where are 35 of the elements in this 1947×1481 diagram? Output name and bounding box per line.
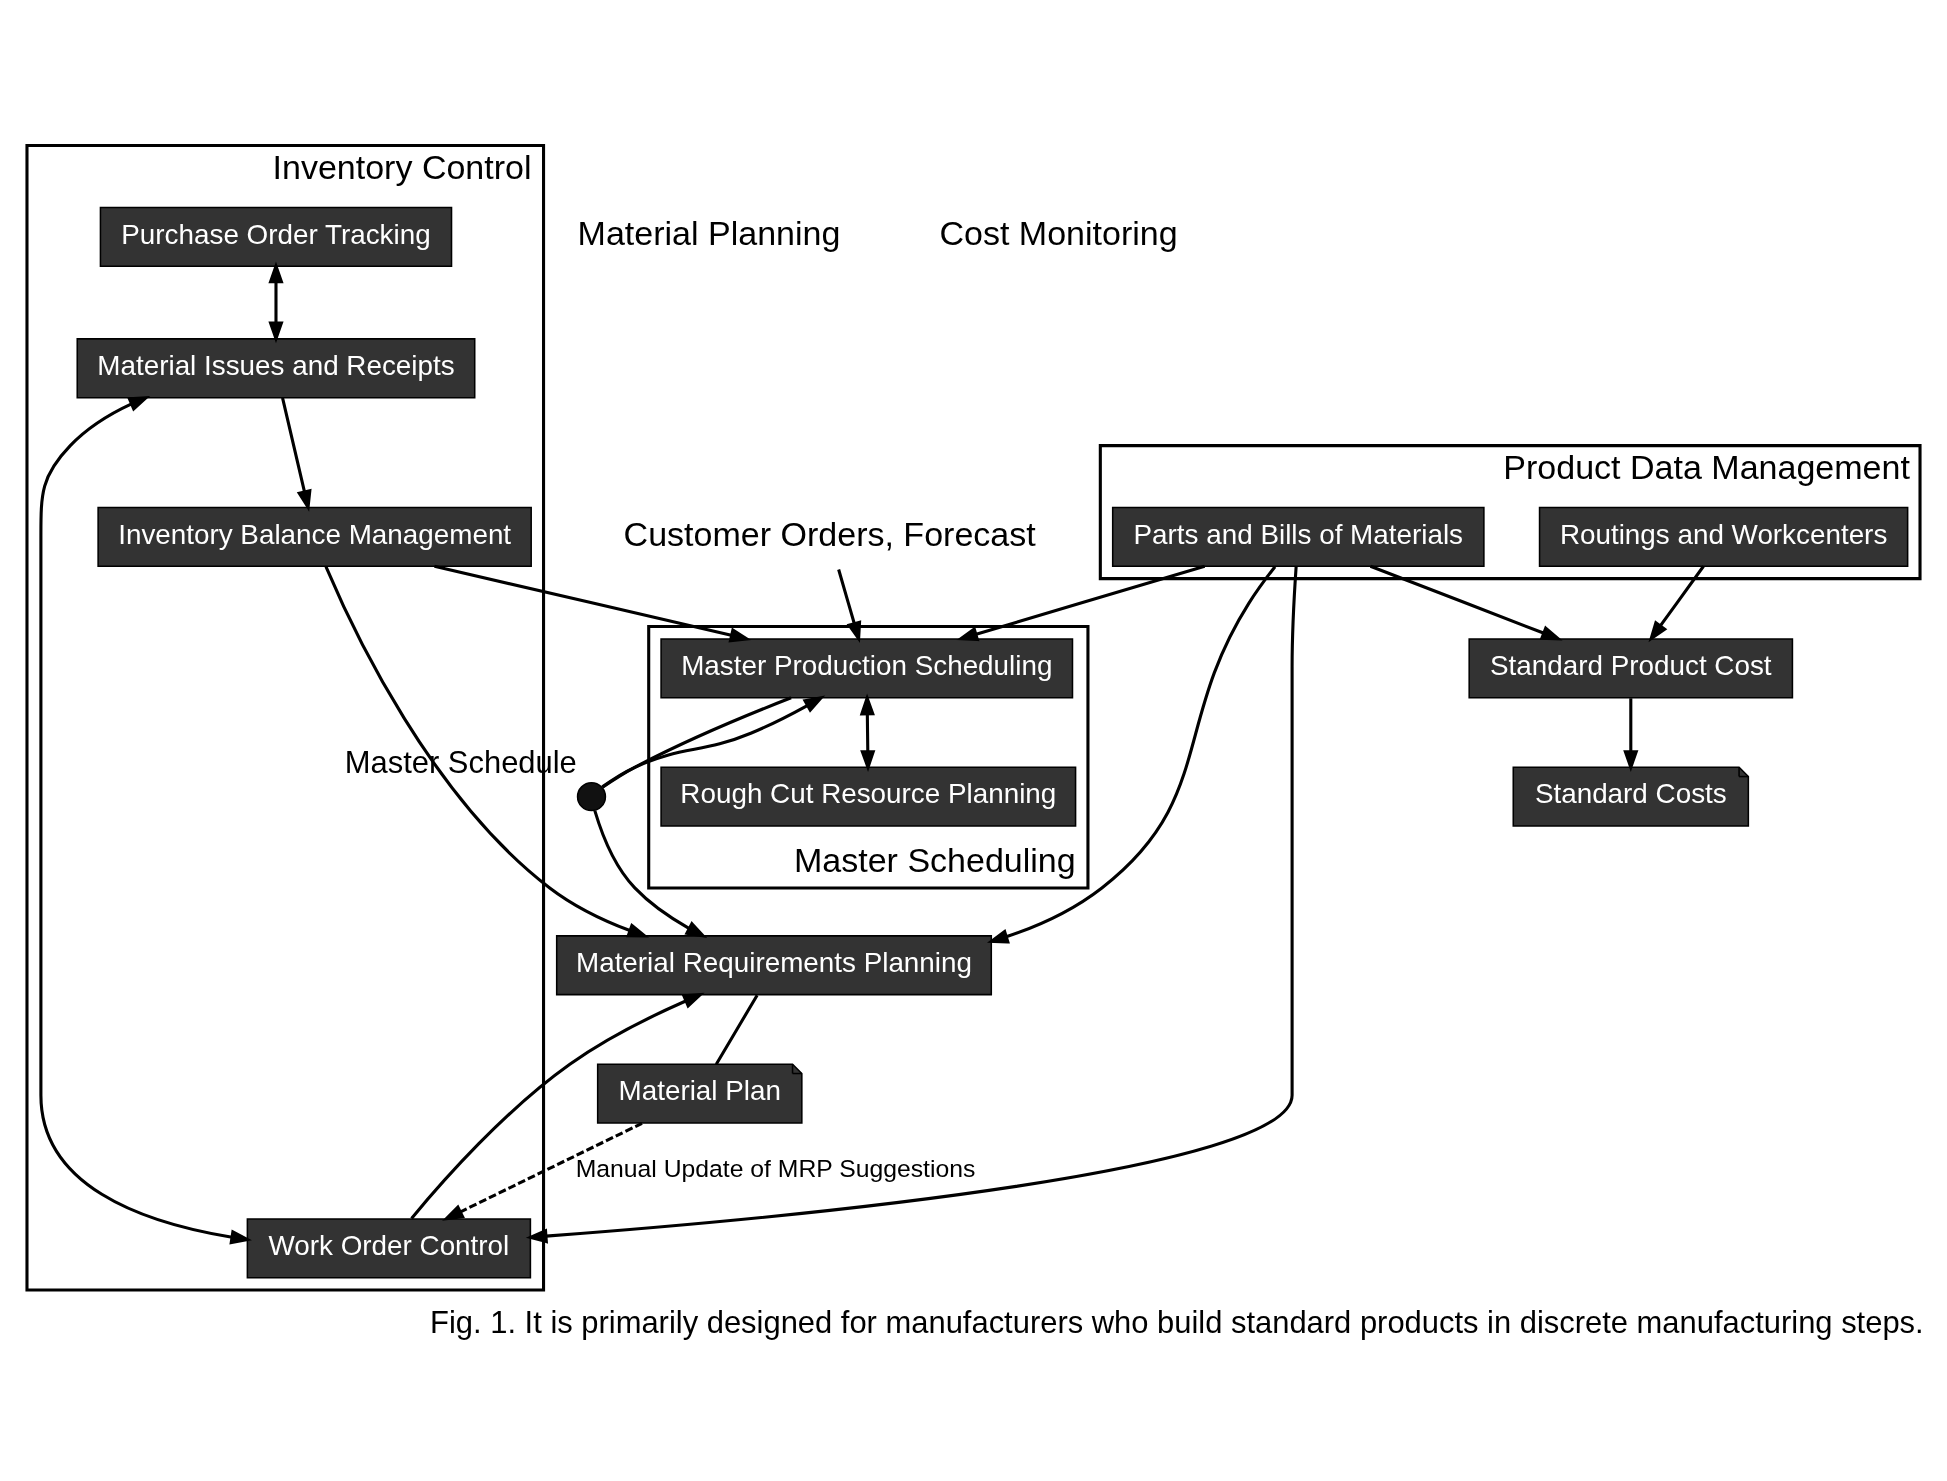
arrow: [410, 992, 705, 1219]
arrow: [986, 565, 1277, 944]
arrow: [593, 809, 708, 938]
arrow: [859, 693, 876, 772]
node-box: Standard Product Cost: [1468, 637, 1794, 698]
node-box: Rough Cut Resource Planning: [660, 766, 1077, 827]
node-box: Purchase Order Tracking: [99, 206, 453, 267]
arrow: [434, 564, 752, 642]
arrow: [268, 261, 284, 343]
label: Cost Monitoring: [939, 213, 1178, 252]
arrow: [956, 564, 1206, 641]
arrow: [1369, 564, 1563, 640]
node-box: Routings and Workcenters: [1538, 506, 1909, 567]
label: Material Planning: [577, 213, 841, 252]
arrow: [324, 565, 650, 937]
arrow: [442, 1121, 643, 1221]
node-box: Material Issues and Receipts: [76, 337, 476, 398]
arrow: [601, 695, 826, 788]
caption: Fig. 1. It is primarily designed for manufacturers who build standard products in discrete manufacturing steps.: [430, 1304, 1924, 1340]
arrow: [837, 568, 862, 643]
node-circle: [576, 781, 607, 811]
arrow: [1623, 697, 1639, 772]
arrow: [525, 565, 1298, 1244]
arrow: [1648, 564, 1705, 642]
node-box: Parts and Bills of Materials: [1111, 506, 1485, 567]
edge-label: Manual Update of MRP Suggestions: [575, 1154, 976, 1182]
arrow: [281, 397, 312, 512]
node-box: Master Production Scheduling: [660, 637, 1074, 698]
node-text: Customer Orders, Forecast: [623, 514, 1036, 553]
node-box: Inventory Balance Management: [97, 506, 532, 567]
node-box: Work Order Control: [246, 1217, 532, 1278]
connector: [601, 695, 792, 788]
connector: [714, 993, 759, 1065]
arrow: [39, 395, 252, 1245]
node-box: Material Requirements Planning: [555, 934, 993, 995]
